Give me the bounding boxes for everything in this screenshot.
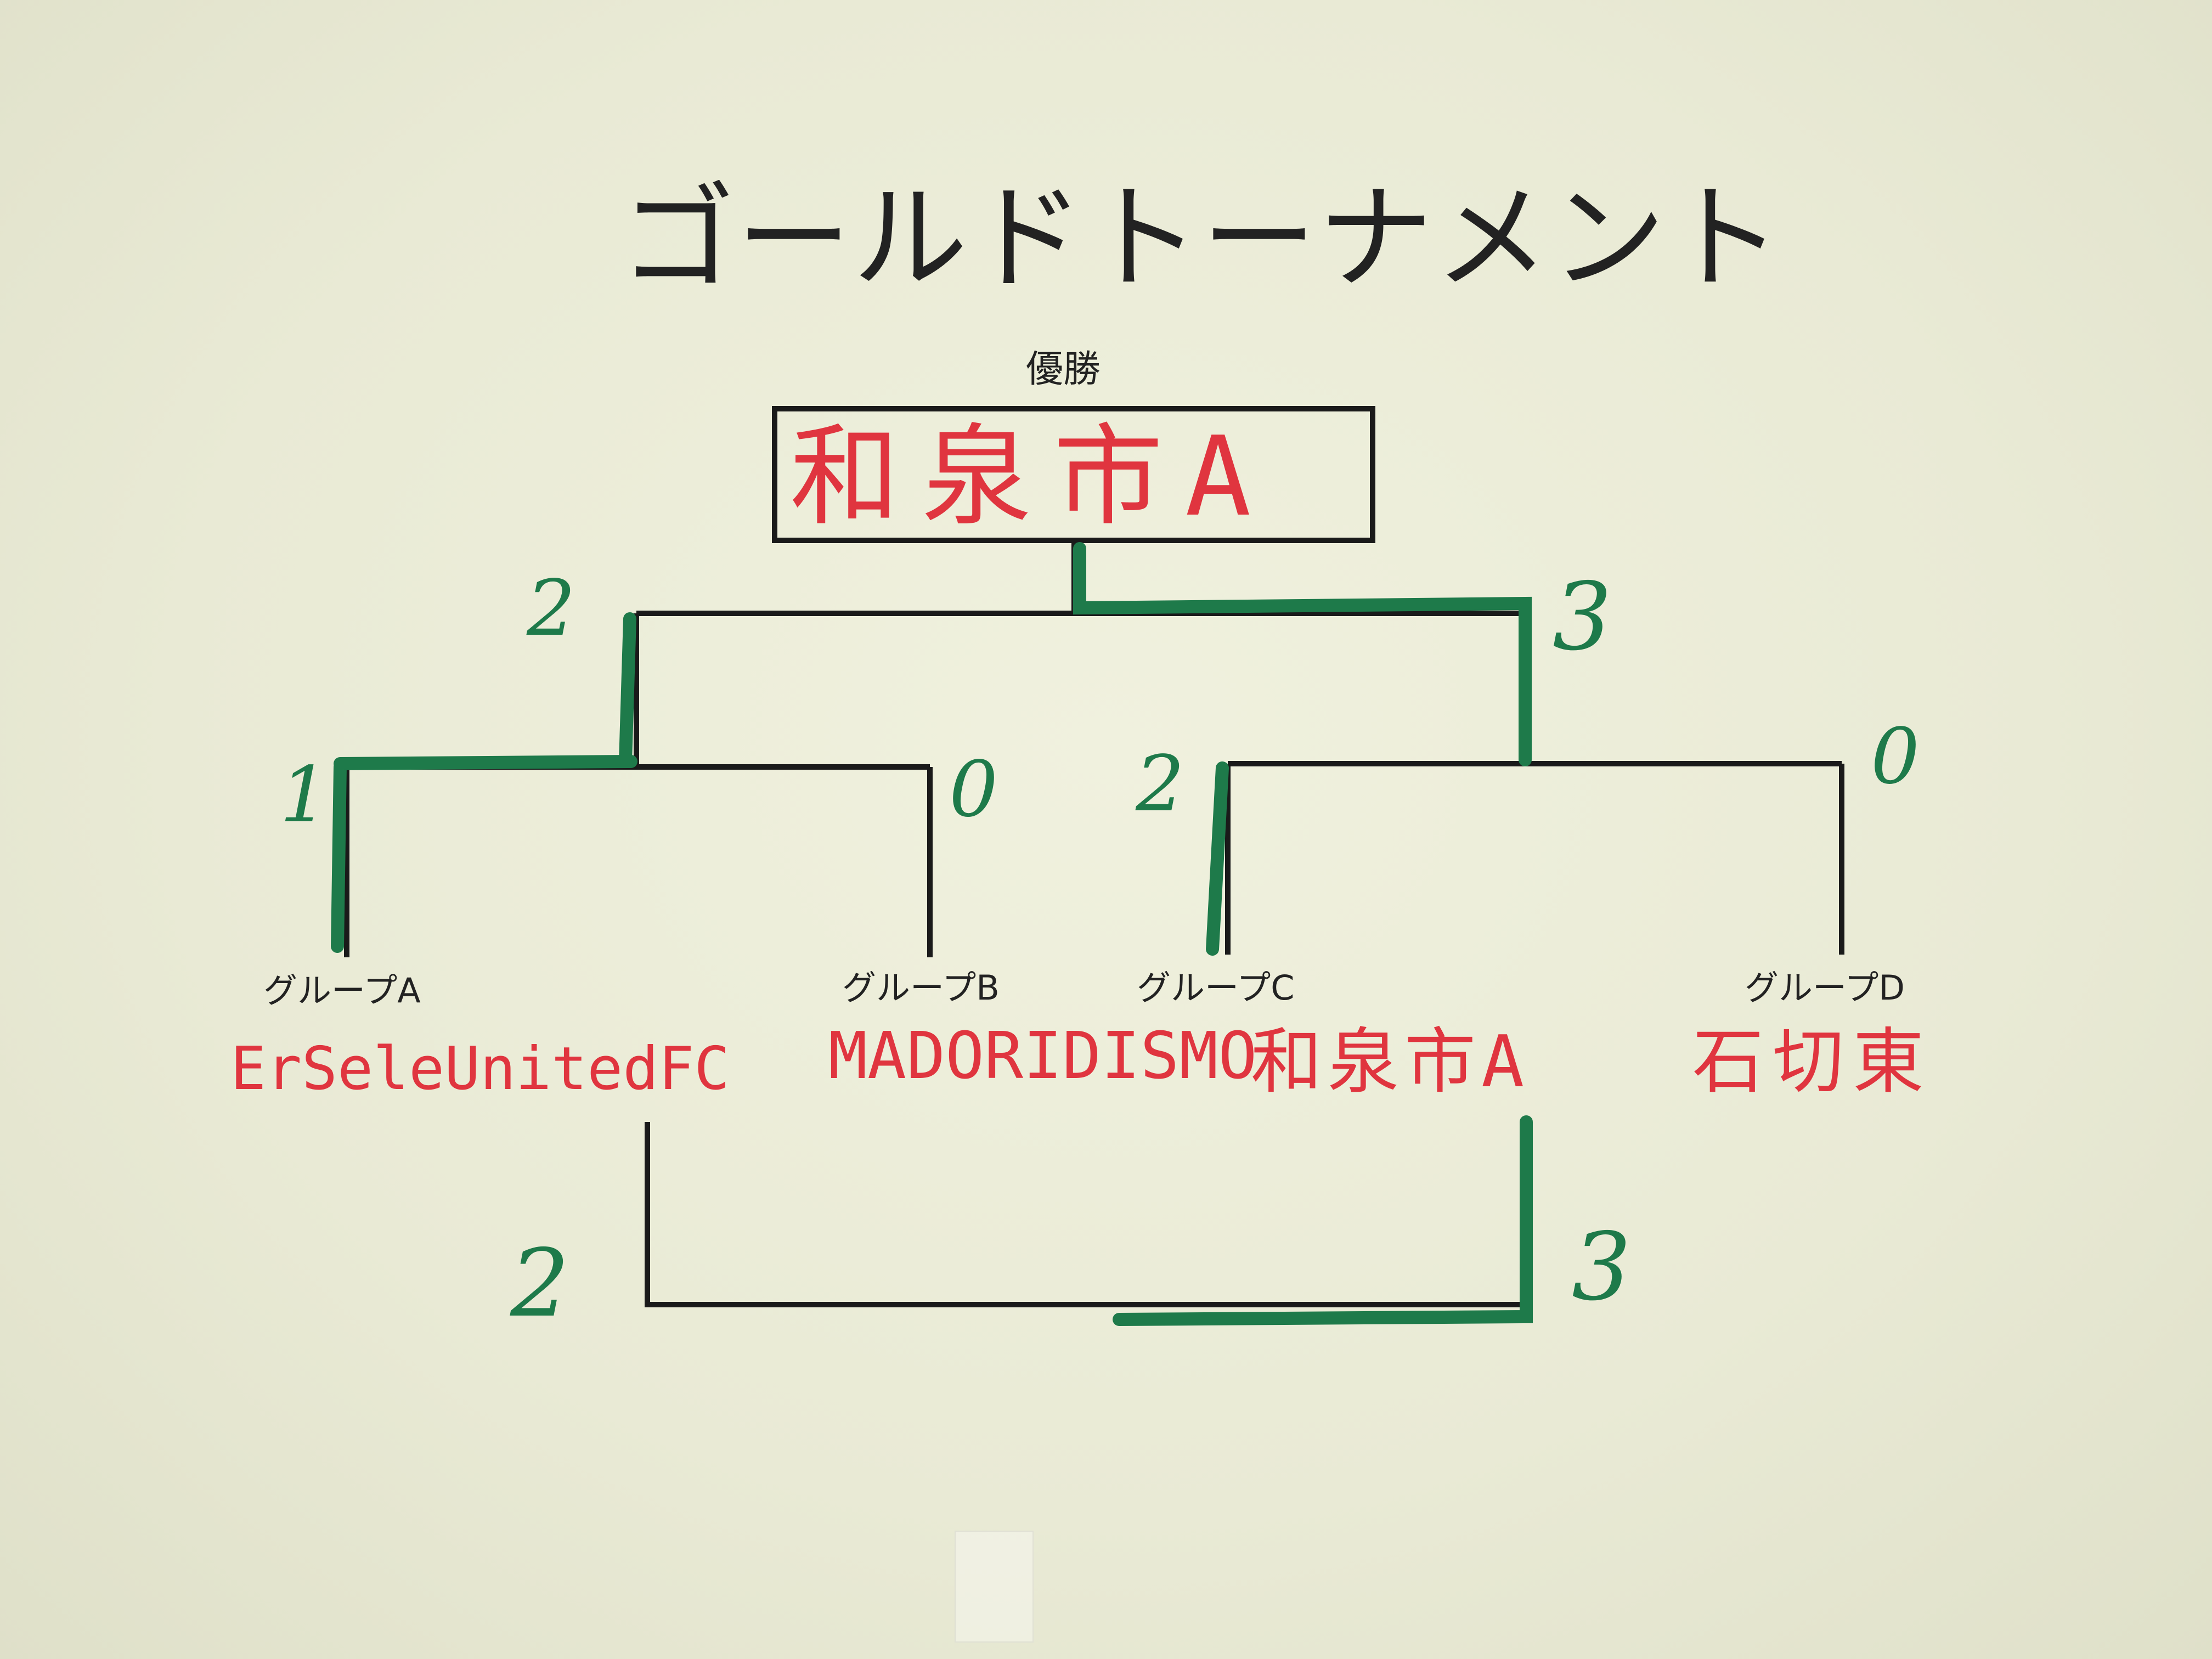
winner-path-semi-left [331, 755, 637, 953]
group-a-team: ErSeleUnitedFC [230, 1035, 730, 1103]
winner-path-final-left [619, 612, 636, 768]
winner-path-final-top [1073, 542, 1532, 766]
score-third-left: 2 [510, 1229, 570, 1338]
group-a-label: グループA [263, 970, 421, 1011]
score-final-left: 2 [527, 564, 576, 653]
score-semi-group-b: 0 [949, 745, 998, 834]
winner-path-third [1113, 1115, 1533, 1326]
score-semi-group-d: 0 [1871, 712, 1920, 802]
group-c-team: 和泉市A [1251, 1020, 1530, 1103]
group-c-label: グループC [1137, 968, 1295, 1008]
winner-path-semi-right [1206, 761, 1229, 956]
third-place-bracket [645, 1122, 1532, 1307]
winner-path-highlight [331, 542, 1533, 1326]
group-b-label: グループB [842, 968, 1000, 1008]
tape-strip [955, 1531, 1034, 1643]
winner-team-name: 和泉市A [790, 413, 1273, 541]
score-final-right: 3 [1553, 563, 1612, 672]
winner-caption: 優勝 [1026, 348, 1101, 391]
group-b-team: MADORIDISMO [828, 1018, 1257, 1093]
group-d-team: 石切東 [1692, 1020, 1933, 1103]
group-d-label: グループD [1745, 968, 1905, 1008]
score-semi-group-a: 1 [280, 751, 329, 840]
score-semi-group-c: 2 [1136, 740, 1185, 829]
page-title: ゴールドトーナメント [620, 171, 1784, 306]
score-third-right: 3 [1572, 1213, 1632, 1322]
